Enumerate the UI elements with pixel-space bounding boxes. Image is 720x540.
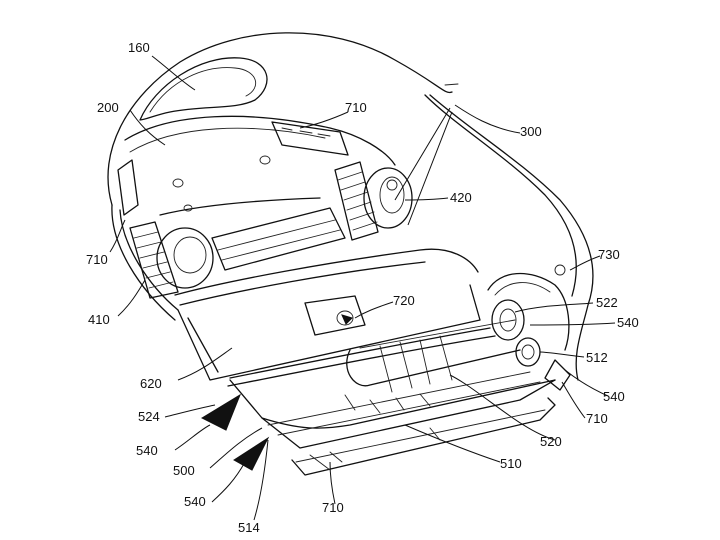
label-410: 410 xyxy=(88,312,110,327)
label-522: 522 xyxy=(596,295,618,310)
bracket-710-top xyxy=(271,121,349,156)
label-540-l1: 540 xyxy=(136,443,158,458)
housing-300 xyxy=(107,32,594,381)
label-540-l2: 540 xyxy=(184,494,206,509)
label-710-left: 710 xyxy=(86,252,108,267)
inner-plate-200 xyxy=(124,115,396,216)
reference-labels: 160 200 710 300 420 730 710 410 720 522 … xyxy=(86,40,639,535)
left-clips-540 xyxy=(200,393,270,471)
sensor-720 xyxy=(304,295,366,336)
label-520: 520 xyxy=(540,434,562,449)
central-channel xyxy=(174,207,479,306)
dust-bin-500 xyxy=(177,284,556,476)
label-710-bottom: 710 xyxy=(322,500,344,515)
label-710-r: 710 xyxy=(586,411,608,426)
label-710-top: 710 xyxy=(345,100,367,115)
label-620: 620 xyxy=(140,376,162,391)
label-420: 420 xyxy=(450,190,472,205)
label-500: 500 xyxy=(173,463,195,478)
left-track-wheel-410 xyxy=(117,159,214,299)
brush-roller-520 xyxy=(344,319,521,414)
label-510: 510 xyxy=(500,456,522,471)
label-160: 160 xyxy=(128,40,150,55)
top-handle-160 xyxy=(139,57,268,121)
label-200: 200 xyxy=(97,100,119,115)
label-720: 720 xyxy=(393,293,415,308)
leader-lines xyxy=(109,55,616,521)
label-730: 730 xyxy=(598,247,620,262)
label-512: 512 xyxy=(586,350,608,365)
label-514: 514 xyxy=(238,520,260,535)
label-524: 524 xyxy=(138,409,160,424)
label-540-r2: 540 xyxy=(603,389,625,404)
label-300: 300 xyxy=(520,124,542,139)
label-540-r1: 540 xyxy=(617,315,639,330)
bearing-assembly-512 xyxy=(487,264,571,391)
right-track-wheel-420 xyxy=(334,161,413,241)
